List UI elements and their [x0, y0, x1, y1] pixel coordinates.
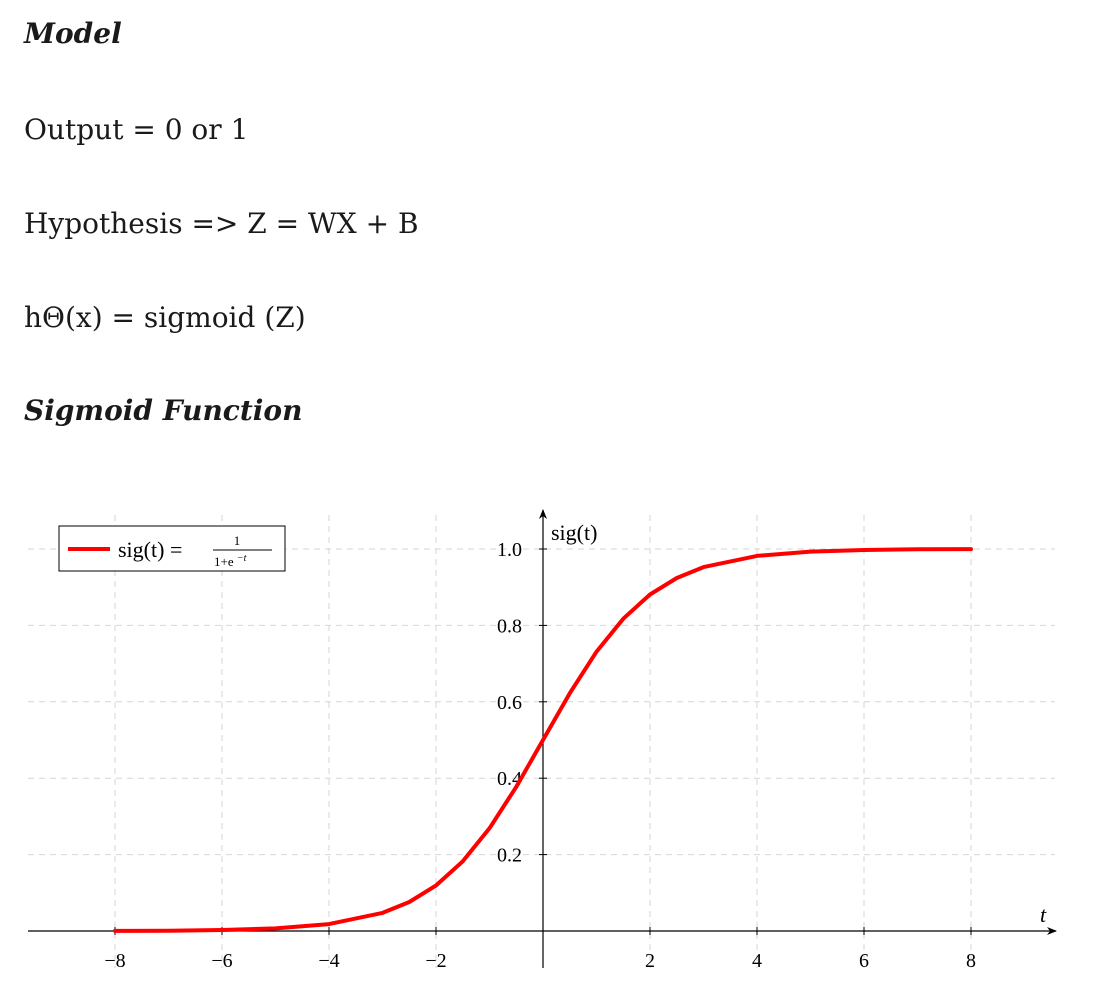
- x-tick-label: −8: [104, 950, 125, 972]
- x-tick-label: −6: [211, 950, 232, 972]
- x-tick-label: 2: [645, 950, 655, 972]
- series-layer: [113, 547, 973, 933]
- y-tick-label: 0.8: [497, 615, 522, 637]
- y-tick-label: 0.6: [497, 692, 522, 714]
- legend: sig(t) = 1 1+e −t: [58, 525, 286, 572]
- x-tick-label: 8: [966, 950, 976, 972]
- output-line: Output = 0 or 1: [24, 113, 249, 146]
- x-tick-label: −2: [425, 950, 446, 972]
- sigmoid-series-line: [113, 547, 973, 933]
- legend-frac-den: 1+e −t: [214, 553, 247, 569]
- y-axis-label: sig(t): [551, 520, 597, 545]
- x-tick-label: 4: [752, 950, 762, 972]
- x-tick-label: 6: [859, 950, 869, 972]
- htheta-line: hΘ(x) = sigmoid (Z): [24, 301, 306, 334]
- y-tick-label: 0.2: [497, 845, 522, 867]
- heading-model: Model: [24, 17, 122, 50]
- legend-label: sig(t) =: [118, 537, 182, 562]
- hypothesis-line: Hypothesis => Z = WX + B: [24, 207, 419, 240]
- legend-frac-den-base: 1+e: [214, 554, 234, 569]
- y-tick-label: 1.0: [497, 539, 522, 561]
- x-tick-label: −4: [318, 950, 339, 972]
- legend-frac-den-sup: −t: [237, 553, 247, 564]
- x-axis-label: t: [1040, 902, 1047, 927]
- legend-frac-num: 1: [234, 533, 241, 548]
- heading-sigmoid-function: Sigmoid Function: [24, 394, 303, 427]
